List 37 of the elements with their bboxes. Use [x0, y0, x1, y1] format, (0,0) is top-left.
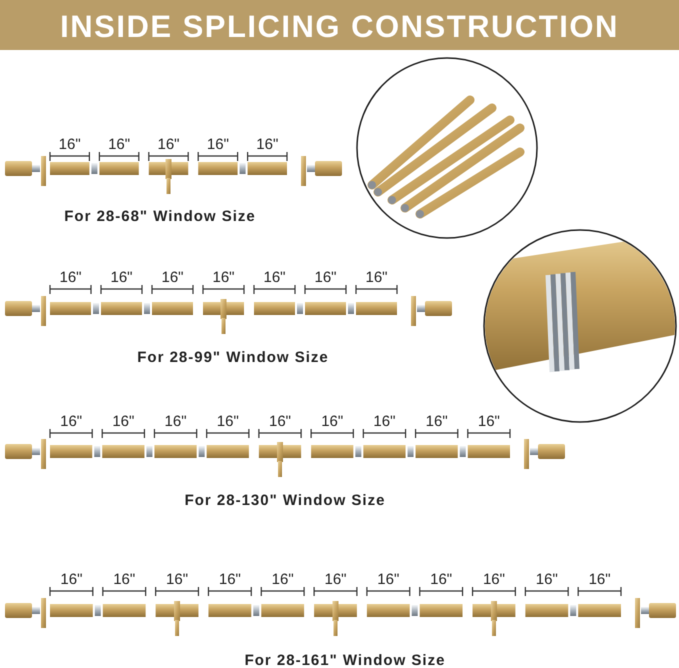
dimension-label: 16"	[164, 414, 187, 429]
dimension-label: 16"	[478, 414, 500, 429]
dimension-label: 16"	[112, 414, 134, 429]
size-caption: For 28-130" Window Size	[184, 493, 386, 508]
dimension-label: 16"	[430, 572, 452, 587]
dimension-label: 16"	[272, 572, 294, 587]
dimension-label: 16"	[110, 270, 132, 285]
dimension-label: 16"	[58, 137, 81, 152]
dimension-label: 16"	[269, 414, 291, 429]
dimension-label: 16"	[324, 572, 346, 587]
size-caption: For 28-99" Window Size	[137, 350, 329, 365]
dimension-label: 16"	[536, 572, 558, 587]
dimension-label: 16"	[212, 270, 234, 285]
dimension-label: 16"	[108, 137, 130, 152]
dimension-label: 16"	[60, 270, 82, 285]
dimension-label: 16"	[482, 572, 505, 587]
dimension-label: 16"	[162, 270, 184, 285]
title: INSIDE SPLICING CONSTRUCTION	[60, 9, 619, 45]
dimension-label: 16"	[256, 137, 278, 152]
dimension-label: 16"	[218, 572, 241, 587]
dimension-label: 16"	[216, 414, 239, 429]
dimension-label: 16"	[166, 572, 188, 587]
size-caption: For 28-161" Window Size	[244, 653, 446, 668]
dimension-label: 16"	[113, 572, 136, 587]
dimension-label: 16"	[588, 572, 611, 587]
dimension-label: 16"	[426, 414, 448, 429]
dimension-label: 16"	[373, 414, 396, 429]
dimension-label: 16"	[60, 414, 82, 429]
dimension-label: 16"	[264, 270, 286, 285]
dimension-label: 16"	[366, 270, 388, 285]
dimension-label: 16"	[158, 137, 180, 152]
dimension-label: 16"	[377, 572, 400, 587]
size-caption: For 28-68" Window Size	[64, 209, 256, 224]
dimension-label: 16"	[321, 414, 344, 429]
dimension-label: 16"	[206, 137, 229, 152]
dimension-label: 16"	[60, 572, 82, 587]
dimension-label: 16"	[314, 270, 336, 285]
